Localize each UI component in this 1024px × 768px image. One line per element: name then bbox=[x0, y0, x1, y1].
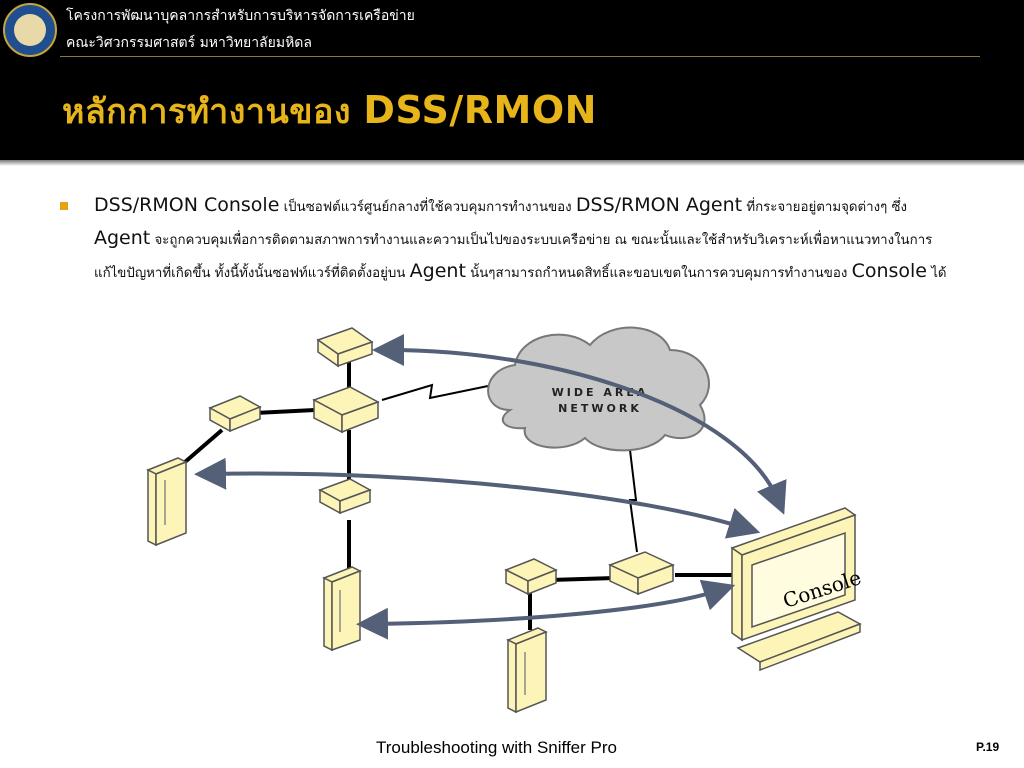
wan-link-bolt bbox=[381, 383, 489, 401]
text-run: เป็นซอฟต์แวร์ศูนย์กลางที่ใช้ควบคุมการทำง… bbox=[279, 200, 576, 215]
control-arrow-bottom bbox=[356, 579, 736, 640]
server-bottom-icon bbox=[506, 627, 548, 714]
term-agent: DSS/RMON Agent bbox=[575, 194, 743, 216]
text-run: จะถูกควบคุมเพื่อการติดตามสภาพการทำงานและ… bbox=[94, 233, 933, 281]
server-left-icon bbox=[146, 457, 188, 547]
term-agent-2: Agent bbox=[94, 227, 151, 249]
footer-text: Troubleshooting with Sniffer Pro bbox=[376, 738, 617, 757]
university-logo-icon bbox=[3, 3, 57, 57]
text-run: ได้ bbox=[927, 266, 947, 281]
control-arrow-left bbox=[194, 457, 761, 539]
hub-top-icon bbox=[316, 327, 374, 368]
slide-title: หลักการทำงานของ DSS/RMON bbox=[62, 84, 597, 138]
org-line-1: โครงการพัฒนาบุคลากรสำหรับการบริหารจัดการ… bbox=[66, 8, 415, 24]
title-en: DSS/RMON bbox=[363, 88, 597, 132]
server-middle-icon bbox=[322, 566, 362, 652]
page-number: P.19 bbox=[976, 740, 1000, 754]
console-computer-icon bbox=[730, 507, 862, 672]
router-bottom-icon bbox=[608, 551, 675, 596]
cloud-label-2: NETWORK bbox=[558, 402, 642, 415]
term-console: DSS/RMON Console bbox=[94, 194, 280, 216]
text-run: ที่กระจายอยู่ตามจุดต่างๆ ซึ่ง bbox=[742, 200, 908, 215]
hub-left-icon bbox=[208, 395, 262, 433]
title-thai: หลักการทำงานของ bbox=[62, 92, 351, 132]
header-shadow-band bbox=[0, 160, 1024, 166]
bullet-icon bbox=[60, 202, 68, 210]
hub-bottom-icon bbox=[504, 558, 558, 596]
org-line-2: คณะวิศวกรรมศาสตร์ มหาวิทยาลัยมหิดล bbox=[66, 35, 312, 51]
term-agent-3: Agent bbox=[409, 260, 466, 282]
term-console-2: Console bbox=[851, 260, 927, 282]
hub-middle-icon bbox=[318, 478, 372, 515]
body-paragraph: DSS/RMON Console เป็นซอฟต์แวร์ศูนย์กลางท… bbox=[94, 190, 964, 289]
header-bar: โครงการพัฒนาบุคลากรสำหรับการบริหารจัดการ… bbox=[0, 0, 1024, 160]
header-divider bbox=[60, 56, 980, 57]
text-run: นั้นๆสามารถกำหนดสิทธิ์และขอบเขตในการควบค… bbox=[465, 266, 852, 281]
router-main-icon bbox=[312, 386, 380, 434]
